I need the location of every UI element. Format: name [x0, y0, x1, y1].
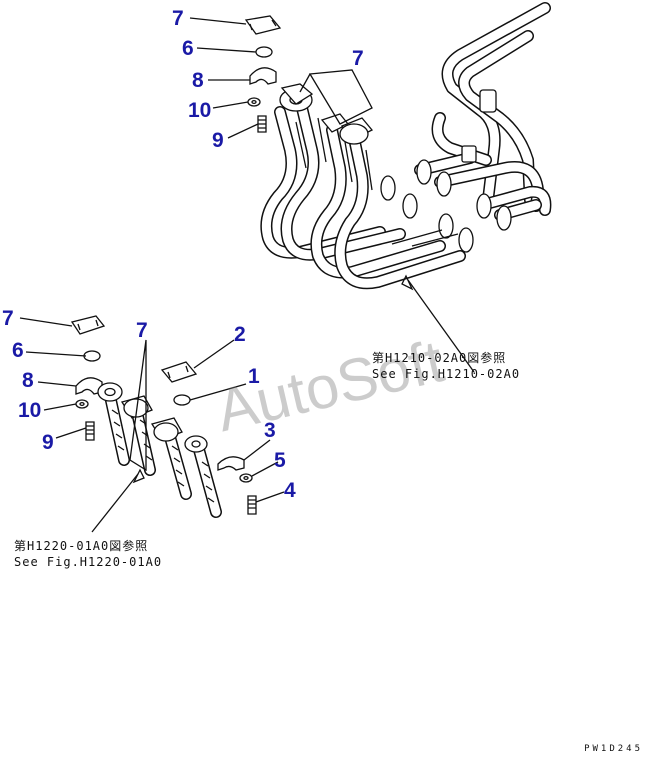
callout-lower-7b: 7 — [136, 319, 148, 342]
lower-small-parts-left — [70, 315, 106, 441]
callout-upper-6: 6 — [182, 37, 194, 60]
callout-lower-3: 3 — [264, 419, 276, 442]
callout-upper-10: 10 — [188, 99, 212, 122]
part-6-oring-lower — [83, 350, 101, 362]
lower-reference-line2: See Fig.H1220-01A0 — [14, 555, 163, 569]
callout-upper-8: 8 — [192, 69, 204, 92]
clamp-block — [479, 89, 497, 113]
part-10-washer-lower — [75, 399, 89, 409]
callout-lower-2: 2 — [234, 323, 246, 346]
callout-lower-9: 9 — [42, 431, 54, 454]
upper-hoses — [260, 102, 466, 290]
lower-leader-lines — [19, 317, 285, 533]
part-1-oring — [173, 394, 191, 406]
callout-lower-6: 6 — [12, 339, 24, 362]
drawing-code: PW1D245 — [584, 744, 643, 754]
part-4-bolt — [247, 495, 257, 515]
part-7-cover — [244, 15, 282, 35]
callout-lower-5: 5 — [274, 449, 286, 472]
upper-reference-note: 第H1210-02A0図参照 See Fig.H1210-02A0 — [372, 350, 520, 382]
part-7-cover-lower — [70, 315, 106, 335]
callout-lower-1: 1 — [248, 365, 260, 388]
part-9-bolt-lower — [85, 421, 95, 441]
part-10-washer — [247, 97, 261, 107]
upper-reference-line1: 第H1210-02A0図参照 — [372, 351, 507, 365]
lower-reference-note: 第H1220-01A0図参照 See Fig.H1220-01A0 — [14, 538, 162, 570]
upper-split-flanges — [279, 83, 374, 145]
upper-small-parts — [244, 15, 282, 133]
callout-upper-9: 9 — [212, 129, 224, 152]
part-8-half-flange-lower — [75, 377, 103, 395]
lower-flange-tubes — [97, 382, 222, 518]
part-6-oring — [255, 46, 273, 58]
part-5-washer — [239, 473, 253, 483]
upper-frame-pipes — [380, 2, 552, 253]
upper-leader-lines — [189, 17, 475, 373]
part-3-half-flange — [217, 456, 245, 471]
callout-lower-4: 4 — [284, 479, 296, 502]
callout-upper-7a: 7 — [172, 7, 184, 30]
callout-lower-7a: 7 — [2, 307, 14, 330]
lower-reference-line1: 第H1220-01A0図参照 — [14, 539, 149, 553]
callout-lower-8: 8 — [22, 369, 34, 392]
part-2-cover — [160, 361, 198, 383]
callout-upper-7b: 7 — [352, 47, 364, 70]
upper-reference-line2: See Fig.H1210-02A0 — [372, 367, 521, 381]
part-8-half-flange — [249, 67, 277, 85]
callout-lower-10: 10 — [18, 399, 42, 422]
